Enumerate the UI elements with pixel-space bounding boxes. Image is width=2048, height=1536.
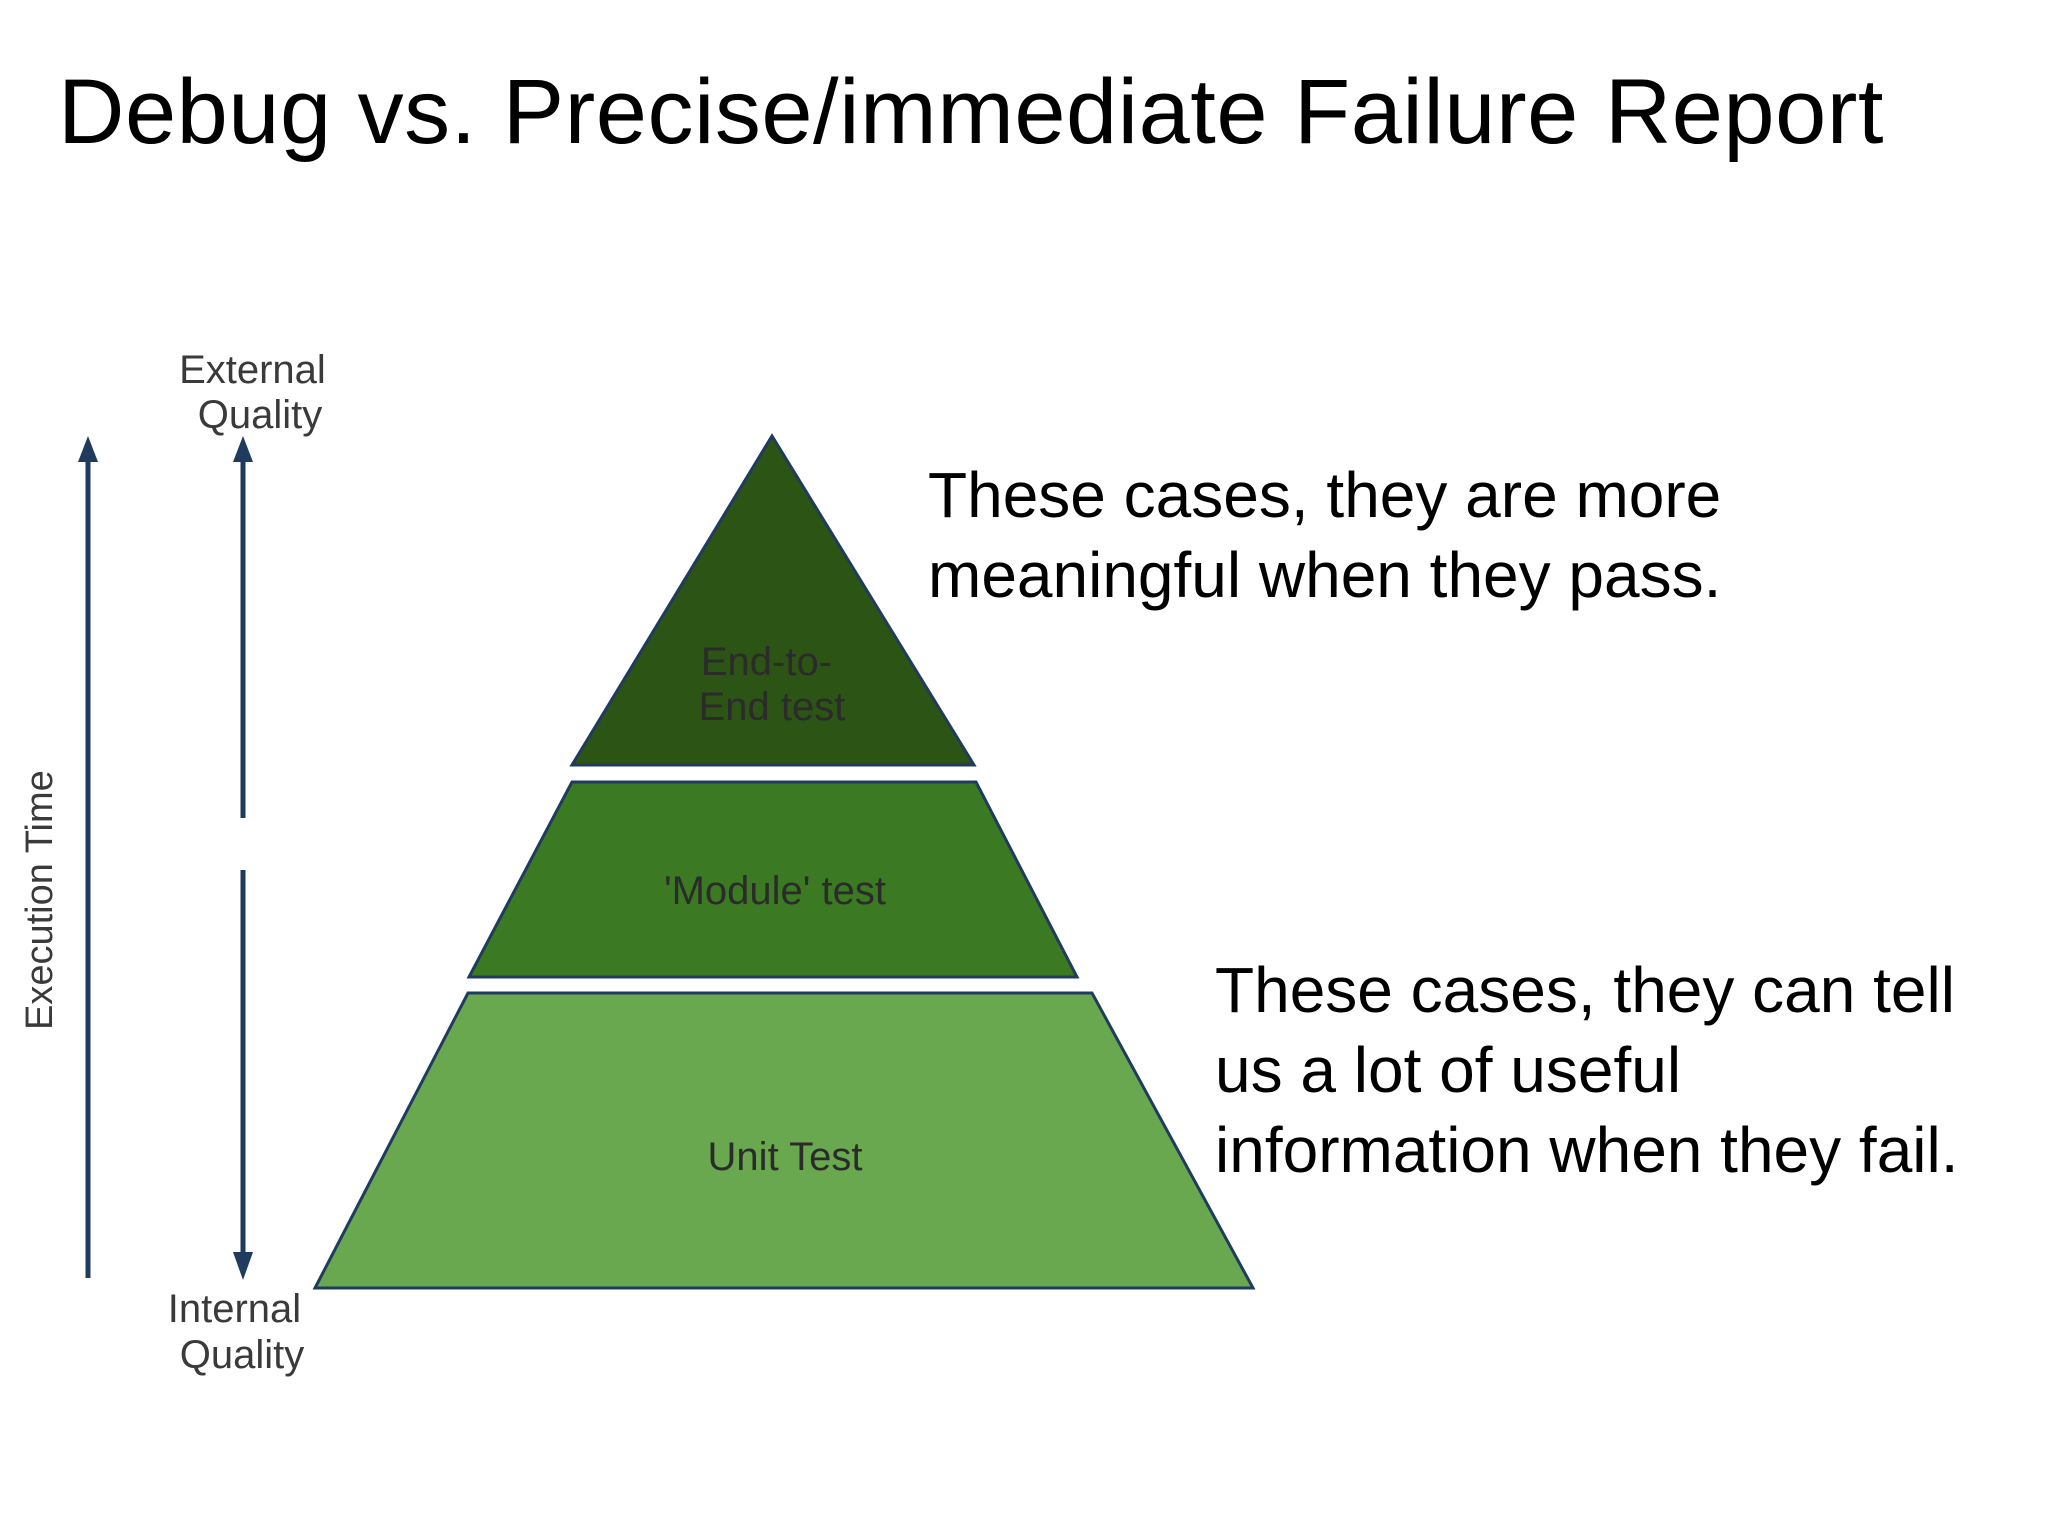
- note-fail-line-1: These cases, they can tell: [1215, 954, 1955, 1026]
- tier-label-unit: Unit Test: [708, 1135, 863, 1179]
- execution-time-axis: Execution Time: [19, 436, 98, 1278]
- internal-quality-label: Internal Quality: [168, 1287, 313, 1377]
- note-pass-line-1: These cases, they are more: [928, 459, 1722, 531]
- execution-time-label: Execution Time: [19, 770, 61, 1030]
- note-fail-useful: These cases, they can tell us a lot of u…: [1215, 950, 1959, 1190]
- tier-label-end-to-end-line-2: End test: [699, 685, 846, 729]
- quality-down-arrowhead-icon: [233, 1252, 253, 1280]
- note-fail-line-2: us a lot of useful: [1215, 1034, 1682, 1106]
- internal-quality-line-2: Quality: [180, 1333, 305, 1377]
- external-quality-line-2: Quality: [198, 393, 323, 437]
- slide-title: Debug vs. Precise/immediate Failure Repo…: [58, 61, 1884, 163]
- pyramid: End-to- End test 'Module' test Unit Test: [312, 433, 1256, 1290]
- internal-quality-line-1: Internal: [168, 1287, 301, 1331]
- external-quality-label: External Quality: [179, 348, 337, 437]
- external-quality-line-1: External: [179, 348, 326, 392]
- pyramid-tier-end-to-end: [569, 433, 977, 767]
- note-fail-line-3: information when they fail.: [1215, 1114, 1959, 1186]
- note-pass-line-2: meaningful when they pass.: [928, 539, 1722, 611]
- tier-label-end-to-end: End-to- End test: [699, 640, 846, 729]
- note-pass-meaningful: These cases, they are more meaningful wh…: [928, 455, 1721, 615]
- pyramid-tier-module: [466, 780, 1080, 979]
- tier-label-end-to-end-line-1: End-to-: [701, 640, 832, 684]
- quality-up-arrowhead-icon: [233, 436, 253, 462]
- execution-time-arrowhead-icon: [78, 436, 98, 462]
- pyramid-tier-unit: [312, 991, 1256, 1290]
- quality-axis: External Quality Internal Quality: [168, 348, 337, 1377]
- tier-label-module: 'Module' test: [664, 869, 886, 913]
